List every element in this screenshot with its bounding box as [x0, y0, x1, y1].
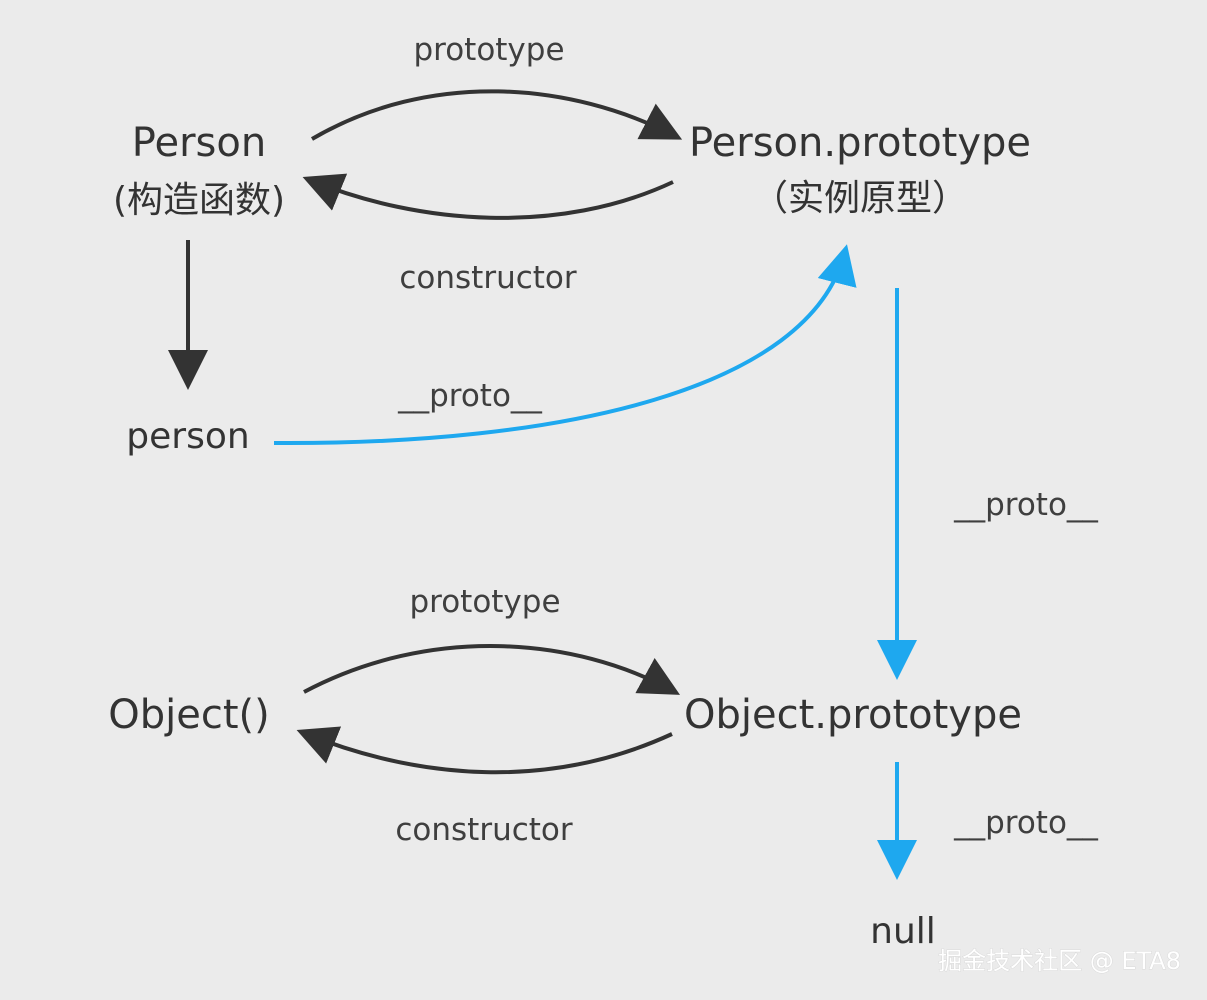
object-prototype-label: prototype: [409, 584, 560, 620]
constructor-edge-person: [302, 173, 674, 220]
proto-edge-person-instance: [273, 244, 857, 446]
prototype-edge-object: [303, 644, 681, 695]
person-prototype-label: prototype: [413, 32, 564, 68]
object-constructor-label: constructor: [395, 812, 573, 848]
prototype-edge-person: [310, 89, 683, 141]
person-instance: person: [126, 416, 249, 457]
null-node: null: [870, 911, 936, 952]
person-prototype-title: Person.prototype: [689, 120, 1031, 166]
person-constructor-subtitle: (构造函数): [113, 180, 285, 221]
object-prototype: Object.prototype: [684, 692, 1022, 738]
person-prototype-proto-label: __proto__: [953, 487, 1098, 523]
object-constructor: Object(): [108, 692, 269, 738]
person-prototype-subtitle: （实例原型）: [752, 178, 968, 219]
object-prototype-proto-label: __proto__: [953, 805, 1098, 841]
person-proto-label: __proto__: [397, 378, 542, 414]
person-constructor-title: Person: [132, 120, 266, 166]
watermark-text: 掘金技术社区 @ ETA8: [938, 947, 1181, 975]
person-constructor-label: constructor: [399, 260, 577, 296]
constructor-edge-object: [296, 726, 673, 775]
